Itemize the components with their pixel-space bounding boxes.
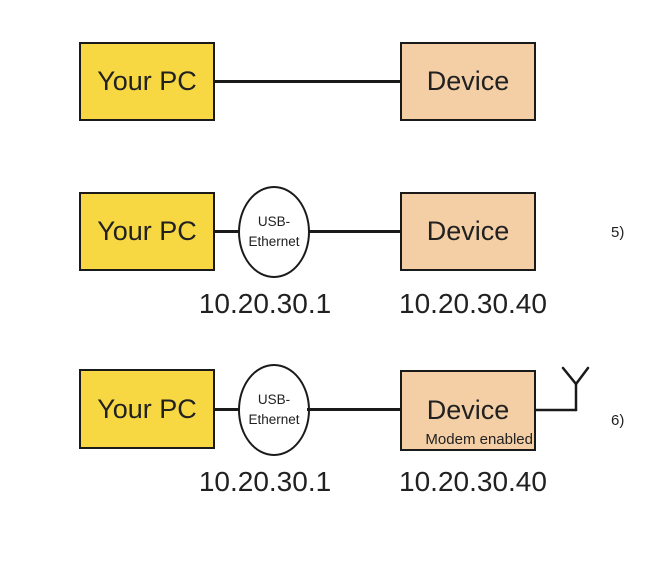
row2-pc-ip-label: 10.20.30.1 xyxy=(198,288,332,319)
row3-device-ip-label: 10.20.30.40 xyxy=(399,466,547,497)
row2-connection-line-pc-adapter xyxy=(213,230,240,233)
row1-connection-line xyxy=(214,80,401,83)
row1-device-label: Device xyxy=(426,66,510,96)
row2-connection-line-adapter-device xyxy=(308,230,402,233)
row1-pc-box: Your PC xyxy=(79,42,215,121)
row2-device-label: Device xyxy=(426,216,510,246)
row3-pc-box: Your PC xyxy=(79,369,215,449)
row3-pc-label: Your PC xyxy=(97,393,197,424)
row3-step-label: 6) xyxy=(611,412,625,429)
row1-pc-label: Your PC xyxy=(97,66,197,96)
row2-step-label: 5) xyxy=(611,224,625,241)
row2-usb-ethernet-adapter: USB- Ethernet xyxy=(238,186,310,278)
row3-connection-line-pc-adapter xyxy=(213,408,241,411)
row3-connection-line-adapter-device xyxy=(307,408,402,411)
row3-usb-ethernet-adapter: USB- Ethernet xyxy=(238,364,310,456)
row3-device-box: Device Modem enabled xyxy=(400,370,536,451)
row2-pc-box: Your PC xyxy=(79,192,215,271)
row2-device-box: Device xyxy=(400,192,536,271)
row3-modem-status-label: Modem enabled xyxy=(425,431,533,448)
row2-device-ip-label: 10.20.30.40 xyxy=(399,288,547,319)
row3-pc-ip-label: 10.20.30.1 xyxy=(198,466,332,497)
row3-device-label: Device xyxy=(426,395,510,425)
row2-pc-label: Your PC xyxy=(97,216,197,246)
antenna-icon xyxy=(534,366,590,412)
row3-adapter-label-line1: USB- xyxy=(257,392,291,408)
row1-device-box: Device xyxy=(400,42,536,121)
row3-adapter-label-line2: Ethernet xyxy=(248,412,300,427)
row2-adapter-label-line2: Ethernet xyxy=(248,234,300,249)
row2-adapter-label-line1: USB- xyxy=(257,214,291,230)
